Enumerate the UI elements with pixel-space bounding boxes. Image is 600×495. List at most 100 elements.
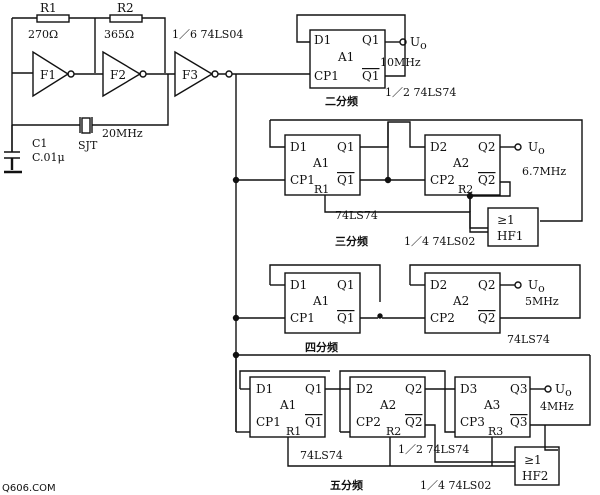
div2-q1-pin: Q1: [362, 33, 379, 47]
hf1-name: HF1: [497, 229, 523, 243]
div2-caption: 二分频: [325, 94, 358, 108]
div5-cp3-pin: CP3: [460, 415, 485, 429]
c1-label: C1: [32, 137, 47, 150]
r2-label: R2: [117, 1, 134, 15]
div5-q3-pin: Q3: [510, 382, 527, 396]
div4-freq: 5MHz: [525, 295, 559, 308]
div2-a1-block: [309, 29, 386, 89]
div4-a2-block: [424, 272, 501, 334]
div5-nq2-pin: Q2: [405, 415, 422, 429]
hf1-symbol: ≥1: [497, 213, 515, 227]
div2-part: 1／2 74LS74: [385, 86, 456, 99]
div3-r1-pin: R1: [314, 183, 329, 196]
div3-caption: 三分频: [335, 234, 368, 248]
div5-nq3-pin: Q3: [510, 415, 527, 429]
div3-uo-sub: o: [538, 144, 545, 157]
div3-cp2-pin: CP2: [430, 173, 455, 187]
f3-output-node: [225, 70, 233, 78]
div5-a1-name: A1: [279, 398, 296, 412]
div5-d3-pin: D3: [460, 382, 477, 396]
hf2-nor-gate: [514, 446, 560, 486]
div2-uo-label: Uo: [410, 35, 427, 52]
r1-value: 270Ω: [28, 28, 58, 41]
div4-d1-pin: D1: [290, 278, 307, 292]
div4-caption: 四分频: [305, 340, 338, 354]
c1-value: C.01μ: [32, 151, 65, 164]
div4-a2-name: A2: [452, 294, 469, 308]
div5-r3-pin: R3: [488, 425, 503, 438]
div2-output-terminal: [399, 38, 407, 46]
div5-q1-pin: Q1: [305, 382, 322, 396]
div4-uo-text: U: [528, 278, 538, 292]
div4-q1-pin: Q1: [337, 278, 354, 292]
f2-label: F2: [110, 68, 126, 82]
div4-uo-sub: o: [538, 282, 545, 295]
gate-part-label: 1／6 74LS04: [172, 28, 243, 41]
div4-uo-label: Uo: [528, 278, 545, 295]
div5-freq: 4MHz: [540, 400, 574, 413]
div4-q2-pin: Q2: [478, 278, 495, 292]
div3-uo-text: U: [528, 140, 538, 154]
div5-a2-block: [349, 376, 426, 438]
crystal-label: SJT: [78, 139, 98, 152]
div3-q2-pin: Q2: [478, 140, 495, 154]
div3-a1-block: [284, 134, 361, 196]
div4-cp2-pin: CP2: [430, 311, 455, 325]
crystal-freq: 20MHz: [102, 127, 143, 140]
div5-r1-pin: R1: [286, 425, 301, 438]
div3-a1-name: A1: [312, 156, 329, 170]
div2-nq1-pin: Q1: [362, 69, 379, 83]
div3-a2-name: A2: [452, 156, 469, 170]
div2-a1-name: A1: [337, 50, 354, 64]
div5-q2-pin: Q2: [405, 382, 422, 396]
div4-nq2-pin: Q2: [478, 311, 495, 325]
f2-inverter: [102, 50, 142, 98]
div3-nq1-pin: Q1: [337, 173, 354, 187]
hf2-symbol: ≥1: [524, 453, 542, 467]
div4-nq1-pin: Q1: [337, 311, 354, 325]
div4-a1-block: [284, 272, 361, 334]
crystal-sjt: [81, 117, 91, 134]
div5-cp1-pin: CP1: [256, 415, 281, 429]
div5-d2-pin: D2: [356, 382, 373, 396]
f1-inverter: [32, 50, 70, 98]
div5-uo-sub: o: [565, 386, 572, 399]
div3-q1-pin: Q1: [337, 140, 354, 154]
div3-cp1-pin: CP1: [290, 173, 315, 187]
div2-uo-sub: o: [420, 39, 427, 52]
div5-d1-pin: D1: [256, 382, 273, 396]
div5-part2: 1／2 74LS74: [398, 443, 469, 456]
f3-label: F3: [182, 68, 198, 82]
div3-freq: 6.7MHz: [522, 165, 566, 178]
div4-a1-name: A1: [312, 294, 329, 308]
div5-a3-name: A3: [483, 398, 500, 412]
r2-resistor: [109, 14, 143, 23]
div5-cp2-pin: CP2: [356, 415, 381, 429]
r1-label: R1: [40, 1, 57, 15]
div3-a2-block: [424, 134, 501, 196]
div5-uo-text: U: [555, 382, 565, 396]
div5-a2-name: A2: [379, 398, 396, 412]
c1-capacitor: [4, 151, 20, 159]
hf2-name: HF2: [522, 469, 548, 483]
div3-d2-pin: D2: [430, 140, 447, 154]
div5-part1: 74LS74: [300, 449, 343, 462]
div3-nq2-pin: Q2: [478, 173, 495, 187]
div2-freq: 10MHz: [380, 56, 421, 69]
div3-uo-label: Uo: [528, 140, 545, 157]
div5-nq1-pin: Q1: [305, 415, 322, 429]
r2-value: 365Ω: [104, 28, 134, 41]
div5-uo-label: Uo: [555, 382, 572, 399]
div3-r2-pin: R2: [458, 183, 473, 196]
div3-d1-pin: D1: [290, 140, 307, 154]
div3-part: 74LS74: [335, 209, 378, 222]
div3-gate-part: 1／4 74LS02: [404, 235, 475, 248]
div2-uo-text: U: [410, 35, 420, 49]
f3-inverter: [174, 50, 214, 98]
watermark: Q606.COM: [2, 483, 56, 494]
div2-cp1-pin: CP1: [314, 69, 339, 83]
div2-d1-pin: D1: [314, 33, 331, 47]
div4-part: 74LS74: [507, 333, 550, 346]
div5-caption: 五分频: [330, 478, 363, 492]
